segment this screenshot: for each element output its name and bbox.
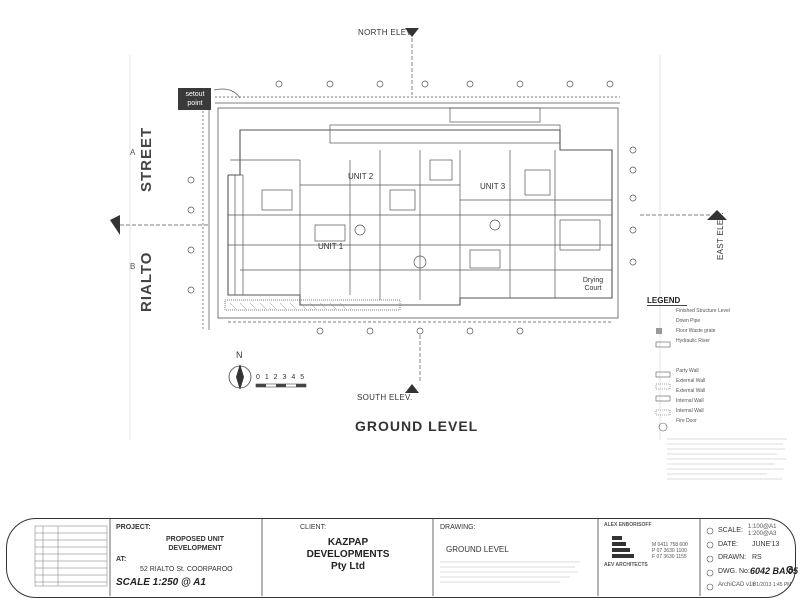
architect-name: ALEX ENBORISOFF	[604, 522, 652, 528]
scale-bar-numbers: 0 1 2 3 4 5	[256, 374, 306, 381]
legend-item: Hydraulic Riser	[676, 338, 710, 344]
legend-item: Down Pipe	[676, 318, 701, 324]
title-block-dividers	[34, 518, 714, 596]
legend-item: Floor Waste grate	[676, 328, 716, 334]
rialto-label: RIALTO	[138, 251, 155, 312]
dwg-number-value: 6042 BA.05	[750, 566, 799, 576]
legend-item: External Wall	[676, 378, 706, 384]
grid-letter-b: B	[130, 262, 136, 271]
phone-numbers: M 0411 758 600 P 07 3630 1100 F 07 3630 …	[652, 542, 688, 560]
scale-label: SCALE:	[718, 527, 743, 534]
drawn-label: DRAWN:	[718, 554, 747, 561]
legend-item: External Wall	[676, 388, 706, 394]
legend-item: Internal Wall	[676, 408, 704, 414]
south-elevation-label: SOUTH ELEV.	[357, 393, 413, 402]
project-label: PROJECT:	[116, 524, 151, 531]
legend-item: Fire Door	[676, 418, 697, 424]
date-label: DATE:	[718, 541, 739, 548]
client-name-line-3: Pty Ltd	[331, 561, 365, 572]
street-label: STREET	[138, 126, 155, 192]
date-value: JUNE'13	[752, 541, 780, 548]
unit-3-label: UNIT 3	[480, 182, 506, 191]
drawing-notes	[440, 561, 580, 583]
grid-letter-a: A	[130, 148, 136, 157]
client-label: CLIENT:	[300, 524, 327, 531]
scale-value-a3: 1:200@A3	[748, 531, 777, 537]
legend-item: Party Wall	[676, 368, 699, 374]
client-name-line-2: DEVELOPMENTS	[306, 549, 390, 560]
legend-item: Finished Structure Level	[676, 308, 730, 314]
phone-fax: F 07 3630 1155	[652, 554, 687, 560]
legend-title: LEGEND	[647, 296, 687, 306]
drawing-label: DRAWING:	[440, 524, 476, 531]
ground-level-title: GROUND LEVEL	[355, 418, 479, 434]
cad-date: 1/1/2013 1:45 PM	[752, 582, 792, 588]
drying-court-label: Drying Court	[582, 277, 604, 292]
project-address: 52 RIALTO St. COORPAROO	[140, 566, 233, 573]
drawn-value: RS	[752, 554, 762, 561]
phone-office: P 07 3630 1100	[652, 548, 687, 554]
unit-2-label: UNIT 2	[348, 172, 374, 181]
drawing-name: GROUND LEVEL	[446, 545, 509, 554]
east-elevation-label: EAST ELEV.	[716, 212, 725, 260]
unit-1-label: UNIT 1	[318, 242, 344, 251]
cad-version: ArchiCAD v16	[718, 582, 756, 588]
firm-name: AEV ARCHITECTS	[604, 562, 648, 568]
dwg-number-label: DWG. No:	[718, 568, 750, 575]
client-name-line-1: KAZPAP	[327, 537, 369, 548]
title-block	[6, 518, 796, 598]
north-arrow-letter: N	[236, 350, 243, 360]
legend-item-list: Finished Structure Level Down Pipe Floor…	[676, 306, 730, 426]
scale-text: SCALE 1:250 @ A1	[116, 577, 206, 588]
at-label: AT:	[116, 556, 127, 563]
legend: LEGEND	[647, 296, 787, 306]
scale-value-a1: 1:100@A1	[748, 524, 777, 530]
revision-letter: G	[786, 565, 794, 576]
legend-item: Internal Wall	[676, 398, 704, 404]
client-name: KAZPAP DEVELOPMENTS Pty Ltd	[268, 537, 428, 573]
legend-symbols	[655, 328, 787, 480]
north-elevation-label: NORTH ELEV.	[358, 28, 414, 37]
phone-mobile: M 0411 758 600	[652, 542, 688, 548]
setout-point-label: setout point	[185, 91, 205, 107]
project-name: PROPOSED UNIT DEVELOPMENT	[166, 536, 224, 552]
scale-values: 1:100@A1 1:200@A3	[748, 524, 776, 538]
